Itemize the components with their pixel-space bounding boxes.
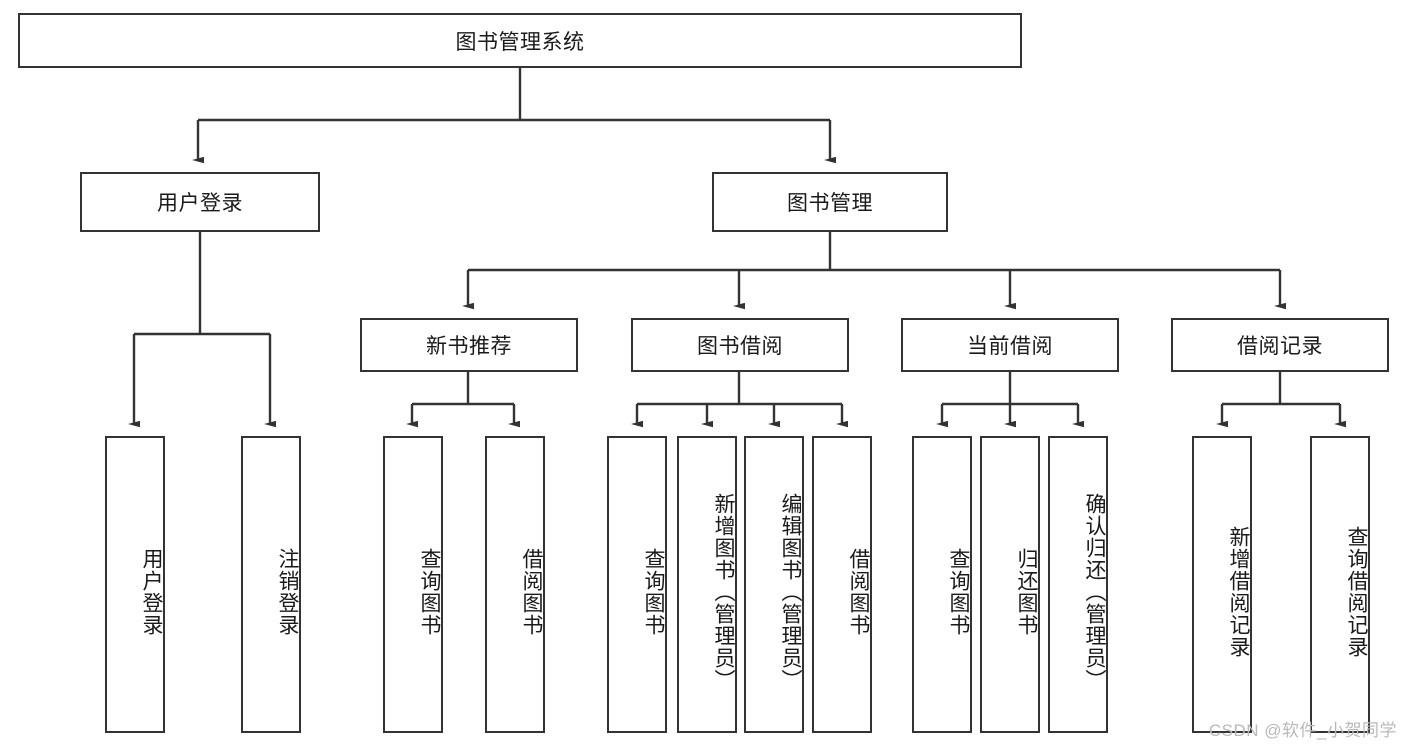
node-label: 新增借阅记录 [1227,525,1250,658]
leaf-return-book[interactable]: 归还图书 [980,436,1040,733]
leaf-logout[interactable]: 注销登录 [241,436,301,733]
leaf-query-borrow-record[interactable]: 查询借阅记录 [1310,436,1370,733]
node-label: 查询图书 [418,547,441,636]
node-label: 确认归还（管理员） [1083,492,1106,691]
node-label: 新增图书（管理员） [712,492,735,691]
leaf-add-book-admin[interactable]: 新增图书（管理员） [677,436,737,733]
node-book-borrow[interactable]: 图书借阅 [631,318,849,372]
node-user-login[interactable]: 用户登录 [80,172,320,232]
node-label: 借阅图书 [847,547,870,636]
leaf-user-login[interactable]: 用户登录 [105,436,165,733]
node-root-book-management-system[interactable]: 图书管理系统 [18,13,1022,68]
leaf-query-book-recommend[interactable]: 查询图书 [383,436,443,733]
node-label: 新书推荐 [426,335,512,358]
node-label: 图书借阅 [697,335,783,358]
leaf-confirm-return-admin[interactable]: 确认归还（管理员） [1048,436,1108,733]
node-new-book-recommend[interactable]: 新书推荐 [360,318,578,372]
leaf-add-borrow-record[interactable]: 新增借阅记录 [1192,436,1252,733]
node-borrow-record[interactable]: 借阅记录 [1171,318,1389,372]
leaf-borrow-book-recommend[interactable]: 借阅图书 [485,436,545,733]
node-label: 借阅图书 [520,547,543,636]
node-label: 当前借阅 [967,335,1053,358]
leaf-edit-book-admin[interactable]: 编辑图书（管理员） [744,436,804,733]
node-label: 查询图书 [642,547,665,636]
node-book-management[interactable]: 图书管理 [712,172,948,232]
node-label: 归还图书 [1015,547,1038,636]
node-label: 图书管理 [787,192,873,215]
leaf-query-book-current[interactable]: 查询图书 [912,436,972,733]
leaf-query-book-borrow[interactable]: 查询图书 [607,436,667,733]
node-label: 图书管理系统 [455,30,585,54]
node-label: 用户登录 [140,547,163,636]
node-label: 用户登录 [157,192,243,215]
node-current-borrow[interactable]: 当前借阅 [901,318,1119,372]
node-label: 查询借阅记录 [1345,525,1368,658]
node-label: 查询图书 [947,547,970,636]
node-label: 编辑图书（管理员） [779,492,802,691]
leaf-borrow-book[interactable]: 借阅图书 [812,436,872,733]
node-label: 借阅记录 [1237,335,1323,358]
csdn-watermark: CSDN @软件_小贺同学 [1208,721,1397,740]
node-label: 注销登录 [276,547,299,636]
